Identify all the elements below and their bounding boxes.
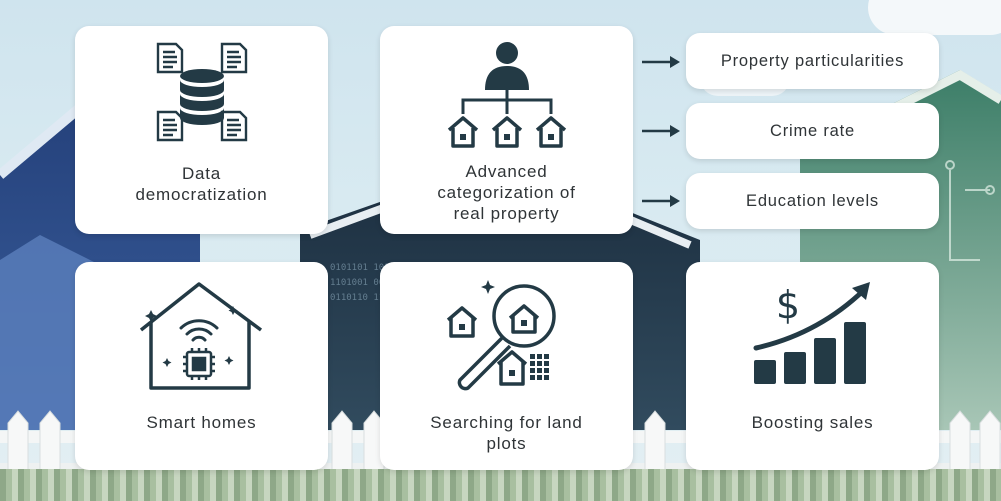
card-label-line: Data <box>181 164 222 183</box>
card-label-line: plots <box>486 434 527 453</box>
card-advanced-categorization: Advanced categorization of real property <box>380 26 633 234</box>
arrow-right-icon <box>642 56 680 68</box>
card-data-democratization: Data democratization <box>75 26 328 234</box>
subcategory-education-levels: Education levels <box>686 173 939 229</box>
card-label-line: categorization of <box>437 183 576 202</box>
card-label-line: democratization <box>135 185 268 204</box>
card-label: Smart homes <box>85 412 318 433</box>
cloud <box>868 0 1001 35</box>
card-label-line: real property <box>453 204 560 223</box>
database-documents-icon <box>156 42 247 142</box>
svg-text:$: $ <box>775 283 799 327</box>
subcategory-label: Property particularities <box>720 51 905 70</box>
subcategory-crime-rate: Crime rate <box>686 103 939 159</box>
grass <box>0 469 1001 501</box>
subcategory-label: Education levels <box>746 191 879 210</box>
subcategory-property-particularities: Property particularities <box>686 33 939 89</box>
arrow-right-icon <box>642 125 680 137</box>
card-label-line: Boosting sales <box>751 413 874 432</box>
arrow-right-icon <box>642 195 680 207</box>
card-label: Advanced categorization of real property <box>390 161 623 224</box>
person-hierarchy-houses-icon <box>447 42 566 148</box>
card-label-line: Smart homes <box>146 413 257 432</box>
card-label-line: Advanced <box>465 162 548 181</box>
dollar-growth-chart-icon: $ <box>753 282 870 384</box>
magnifier-houses-icon <box>446 280 556 391</box>
card-smart-homes: Smart homes <box>75 262 328 470</box>
card-boosting-sales: $ Boosting sales <box>686 262 939 470</box>
card-label: Data democratization <box>85 163 318 205</box>
card-label: Boosting sales <box>696 412 929 433</box>
card-searching-land-plots: Searching for land plots <box>380 262 633 470</box>
subcategory-label: Crime rate <box>769 121 855 140</box>
smart-home-wifi-chip-icon <box>139 282 262 390</box>
card-label: Searching for land plots <box>390 412 623 454</box>
card-label-line: Searching for land <box>430 413 583 432</box>
